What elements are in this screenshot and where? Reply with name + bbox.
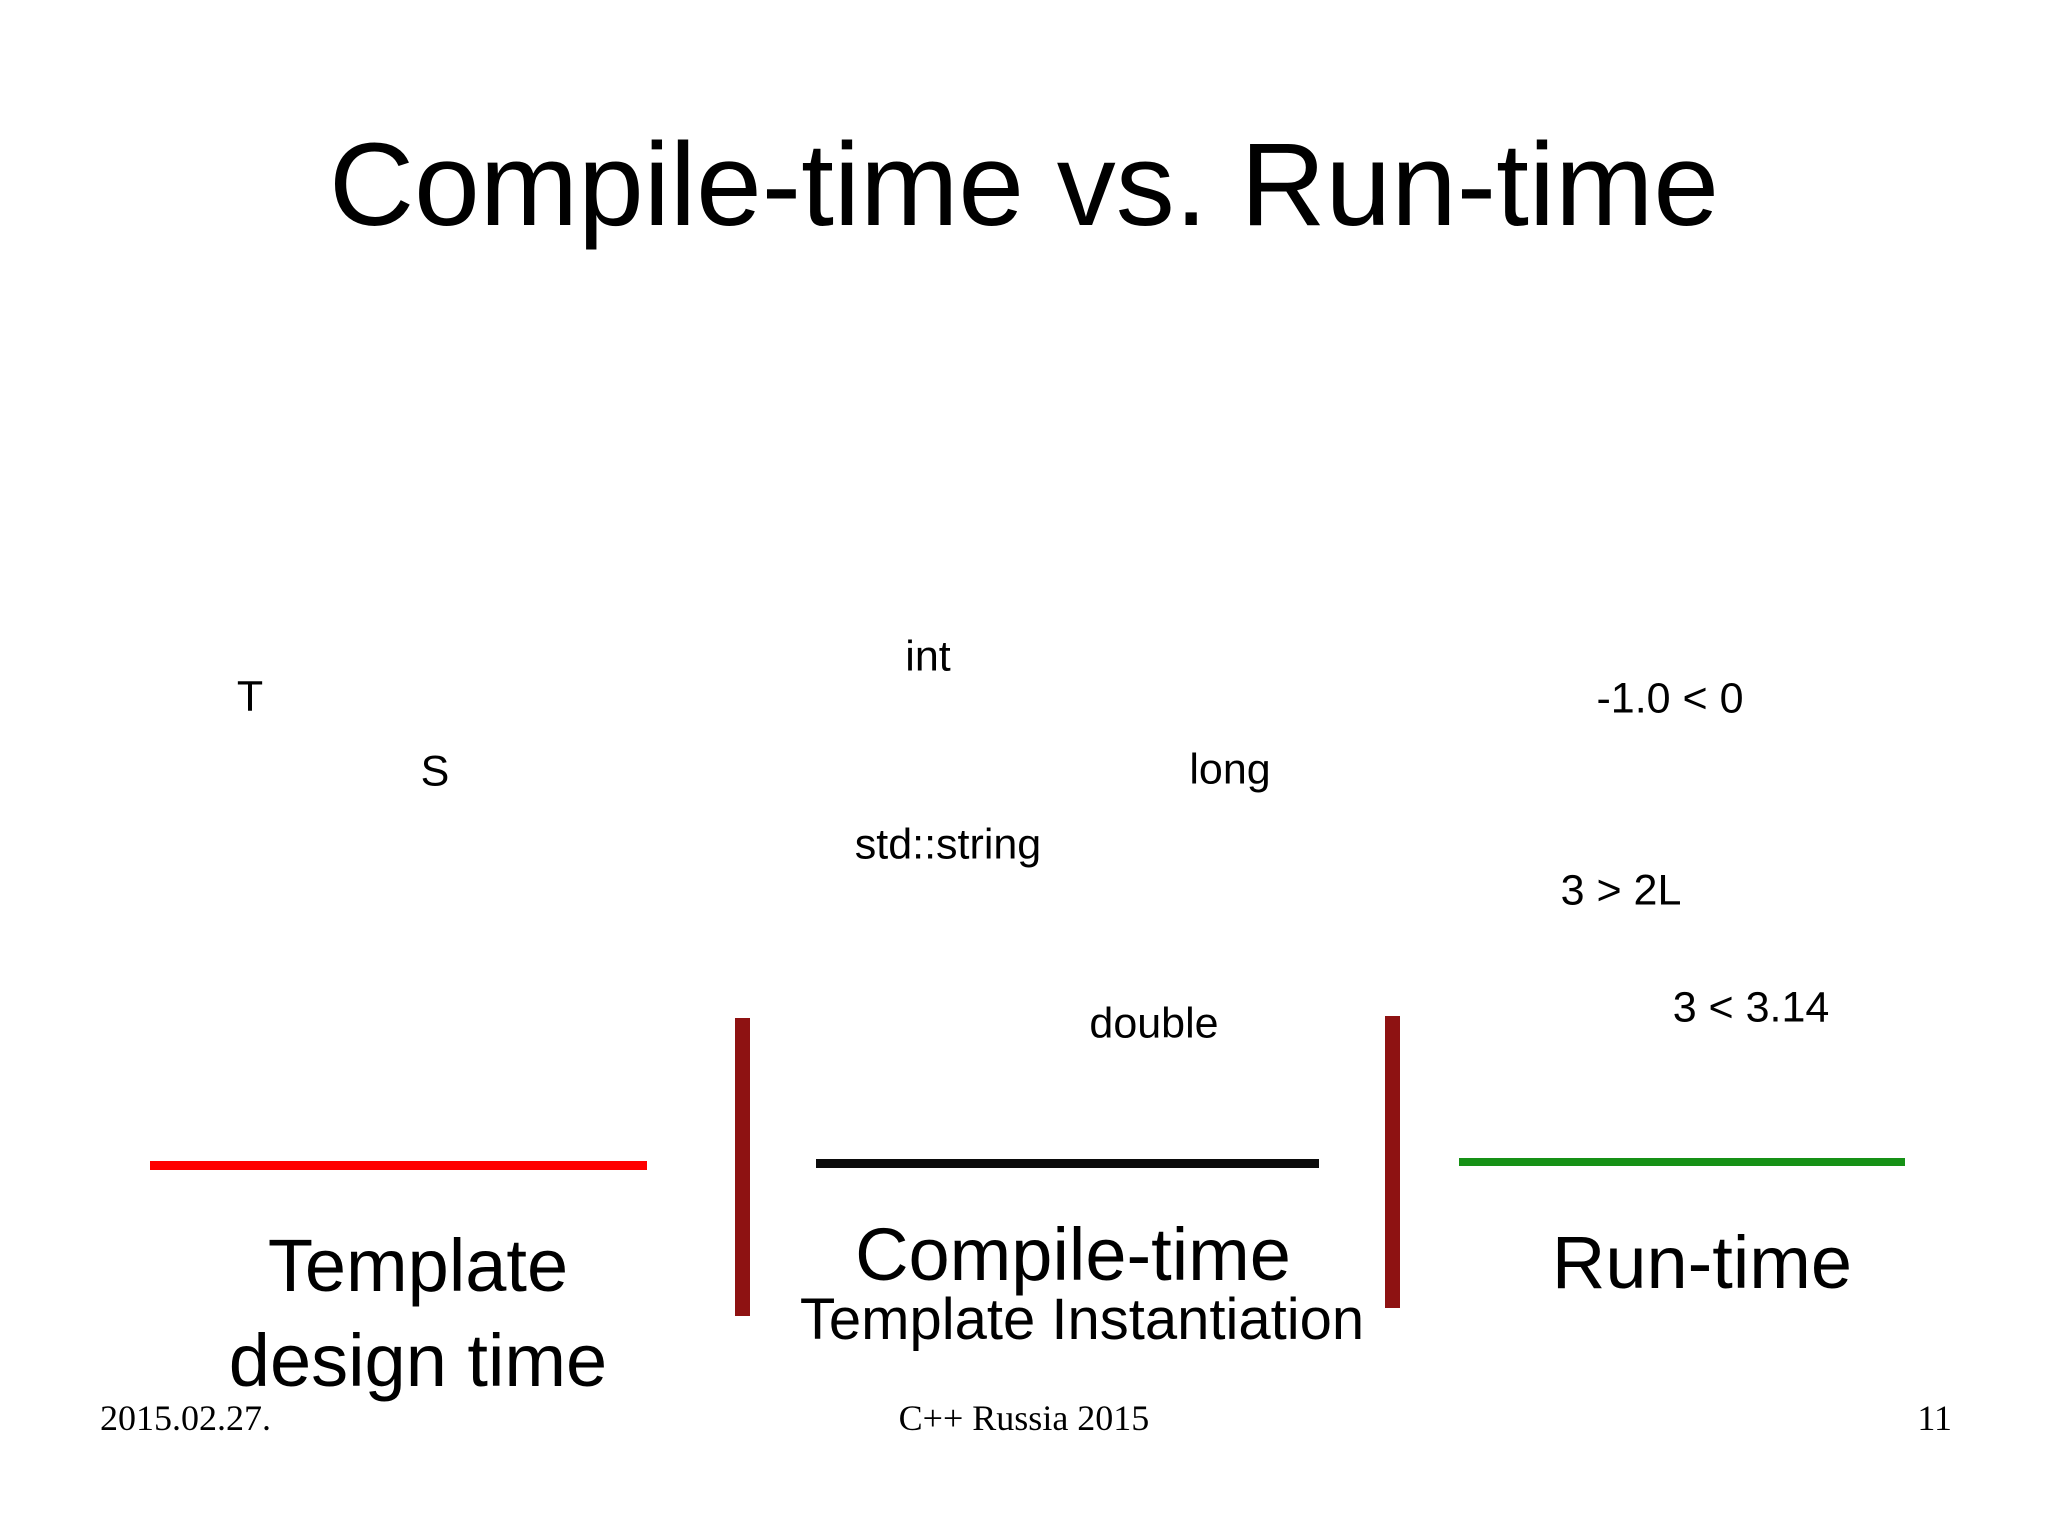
footer-event-name: C++ Russia 2015 [898, 1398, 1150, 1438]
divider-bar-right [1385, 1016, 1400, 1308]
example-type-int: int [905, 632, 951, 681]
phase-label-template-design-time: Template design time [229, 1219, 607, 1408]
example-type-std-string: std::string [854, 820, 1042, 869]
example-type-double: double [1089, 999, 1219, 1048]
phase-label-run-time: Run-time [1551, 1221, 1853, 1304]
slide-title: Compile-time vs. Run-time [328, 119, 1720, 251]
footer-page-number: 11 [1917, 1398, 1952, 1438]
phase-label-compile-time: Compile-time [855, 1213, 1291, 1296]
example-comparison-neg1-lt-0: -1.0 < 0 [1596, 674, 1744, 723]
example-template-param-s: S [420, 747, 450, 796]
phase-label-design-line2: design time [228, 1318, 608, 1402]
example-comparison-3-gt-2l: 3 > 2L [1560, 866, 1682, 915]
example-type-long: long [1189, 745, 1271, 794]
footer-date: 2015.02.27. [100, 1398, 271, 1438]
example-comparison-3-lt-3-14: 3 < 3.14 [1672, 983, 1830, 1032]
compile-time-line [816, 1159, 1319, 1168]
run-time-line [1459, 1158, 1905, 1166]
divider-bar-left [735, 1018, 750, 1316]
phase-label-design-line1: Template [267, 1224, 569, 1307]
example-template-param-t: T [236, 672, 264, 721]
design-time-line [150, 1161, 647, 1170]
phase-sublabel-template-instantiation: Template Instantiation [799, 1287, 1365, 1352]
